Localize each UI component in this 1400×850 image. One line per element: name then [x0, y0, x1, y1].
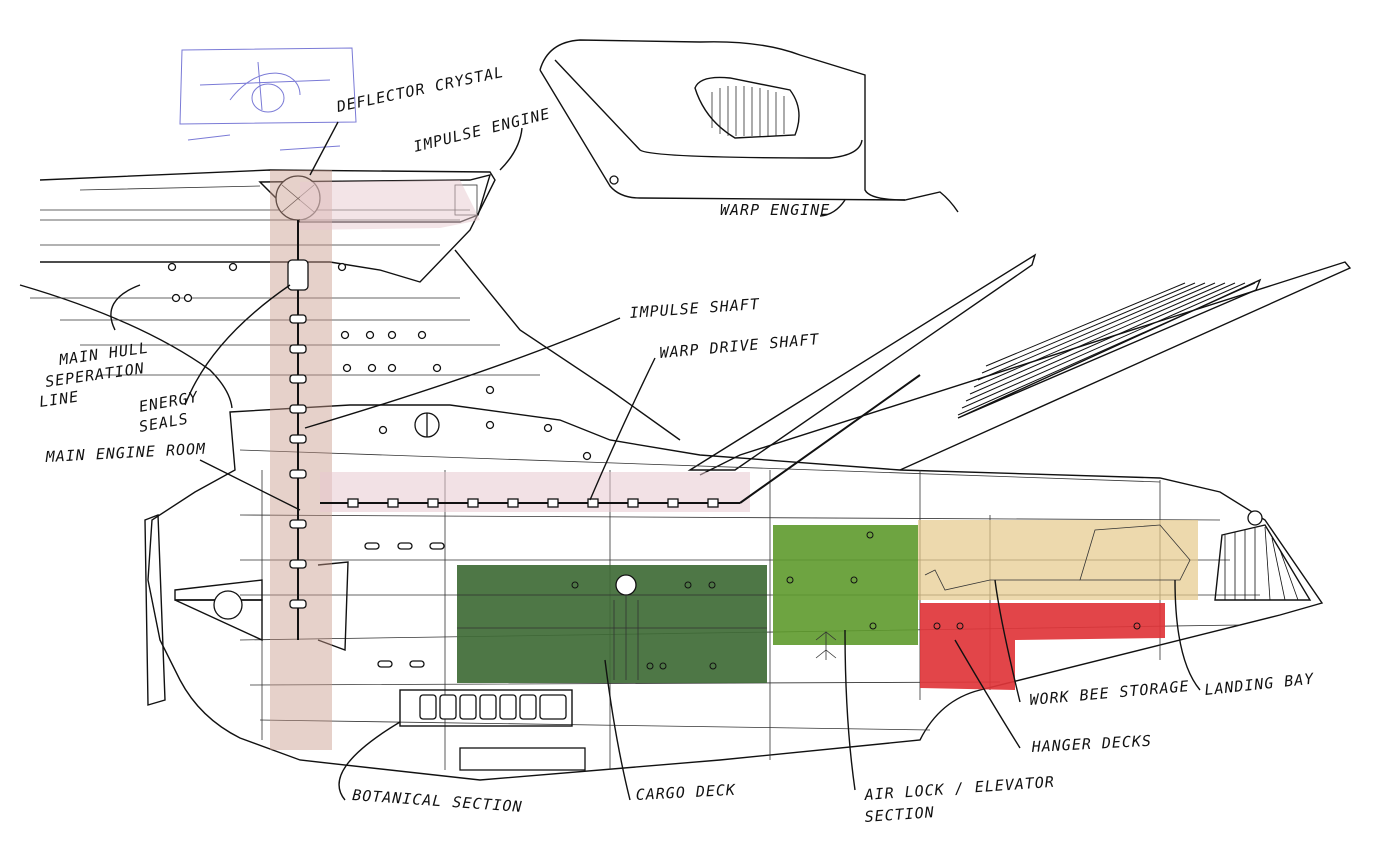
warp-drive-shaft-highlight — [320, 472, 750, 512]
label-warp-engine: WARP ENGINE — [720, 201, 830, 219]
label-work-bee-storage: WORK BEE STORAGE — [1029, 677, 1190, 709]
label-impulse-engine: IMPULSE ENGINE — [412, 104, 553, 155]
warp-drive-shaft-segments — [320, 374, 921, 508]
impulse-shaft-segments — [287, 220, 309, 640]
label-deflector-crystal: DEFLECTOR CRYSTAL — [334, 63, 506, 116]
label-botanical-section: BOTANICAL SECTION — [352, 786, 523, 816]
pencil-sketch-box — [179, 47, 357, 151]
upper-hull-structure — [19, 169, 681, 441]
impulse-shaft-highlight — [270, 170, 332, 750]
callout-labels: DEFLECTOR CRYSTAL IMPULSE ENGINE WARP EN… — [38, 63, 1315, 826]
hanger-decks-fill — [920, 603, 1165, 690]
engineering-hull — [144, 404, 1324, 781]
label-hanger-decks: HANGER DECKS — [1030, 732, 1152, 756]
warp-engine-inset — [539, 39, 959, 213]
label-impulse-shaft: IMPULSE SHAFT — [629, 295, 760, 322]
leader-lines — [110, 121, 1201, 801]
label-main-engine-room: MAIN ENGINE ROOM — [44, 440, 206, 466]
label-airlock-line2: SECTION — [864, 803, 935, 826]
upper-pink-wash — [300, 180, 480, 230]
label-cargo-deck: CARGO DECK — [635, 781, 736, 804]
section-details — [457, 524, 1191, 680]
label-airlock-line1: AIR LOCK / ELEVATOR — [863, 773, 1055, 804]
label-landing-bay: LANDING BAY — [1204, 670, 1316, 699]
color-coded-sections — [270, 170, 1198, 750]
label-warp-drive-shaft: WARP DRIVE SHAFT — [659, 330, 820, 362]
label-main-hull-line3: LINE — [38, 388, 80, 411]
airlock-section-fill — [773, 525, 918, 645]
landing-bay-fill — [918, 520, 1198, 600]
cargo-deck-fill — [457, 565, 767, 683]
warp-pylon — [687, 253, 1352, 476]
